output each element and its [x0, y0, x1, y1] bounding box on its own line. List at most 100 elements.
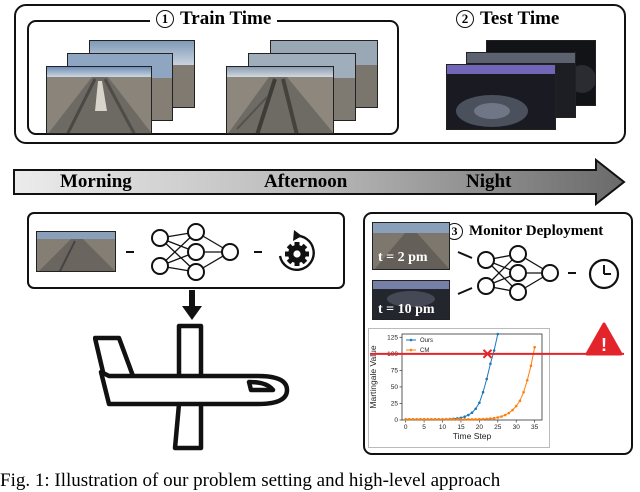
- monitor-section-title: 3 Monitor Deployment: [446, 223, 604, 240]
- series-point-cm: [408, 418, 411, 421]
- pipeline-network-diagram: [126, 223, 262, 281]
- series-point-ours: [474, 407, 477, 411]
- martingale-chart: 051015202530350255075100125Time StepMart…: [368, 332, 624, 441]
- series-point-cm: [533, 345, 536, 349]
- time-label-2pm: t = 2 pm: [378, 250, 428, 265]
- series-point-cm: [452, 418, 455, 421]
- monitor-photo-10pm: t = 10 pm: [372, 280, 450, 320]
- monitor-box: [363, 212, 633, 455]
- warning-symbol: !: [601, 335, 607, 355]
- down-arrow-icon: [182, 290, 202, 320]
- series-point-cm: [411, 418, 415, 421]
- timeline-afternoon: Afternoon: [264, 171, 348, 192]
- series-point-cm: [441, 418, 444, 421]
- series-point-ours: [496, 332, 500, 336]
- series-point-cm: [492, 416, 496, 420]
- monitor-photo-2pm: t = 2 pm: [372, 222, 450, 270]
- monitor-section-label: Monitor Deployment: [469, 223, 604, 239]
- monitor-network-diagram: [457, 245, 576, 301]
- legend-label-cm: CM: [420, 348, 429, 354]
- y-tick-label: 25: [391, 401, 399, 408]
- series-point-ours: [489, 362, 492, 366]
- series-point-cm: [437, 418, 441, 421]
- series-point-cm: [430, 418, 433, 421]
- test-section-number: 2: [456, 10, 474, 28]
- pipeline-box: [27, 212, 345, 289]
- pipeline-input-photo: [36, 231, 116, 272]
- series-point-ours: [481, 390, 485, 394]
- series-point-cm: [518, 399, 522, 403]
- series-point-ours: [492, 349, 496, 352]
- series-point-cm: [529, 364, 533, 368]
- series-point-cm: [426, 418, 430, 421]
- series-point-cm: [503, 413, 507, 417]
- series-point-ours: [485, 377, 489, 381]
- series-point-cm: [489, 417, 492, 420]
- y-tick-label: 125: [387, 335, 398, 342]
- legend-marker-ours: [409, 338, 413, 342]
- time-label-10pm: t = 10 pm: [378, 302, 435, 317]
- chart-panel: [368, 328, 550, 448]
- series-point-ours: [467, 413, 470, 417]
- series-point-cm: [500, 415, 503, 418]
- series-point-ours: [478, 401, 481, 405]
- y-axis-label: Martingale Value: [368, 345, 378, 408]
- x-tick-label: 10: [439, 424, 447, 431]
- series-point-cm: [525, 379, 529, 382]
- timeline-morning: Morning: [60, 171, 132, 192]
- series-point-cm: [481, 417, 485, 421]
- train-section-number: 1: [156, 10, 174, 28]
- x-tick-label: 20: [476, 424, 484, 431]
- series-point-cm: [474, 418, 477, 421]
- series-point-cm: [415, 418, 419, 421]
- x-axis-label: Time Step: [453, 431, 492, 441]
- series-point-cm: [433, 418, 437, 421]
- train-section-label: Train Time: [180, 8, 272, 29]
- timeline-arrow: [13, 158, 626, 206]
- series-line-ours: [405, 333, 499, 420]
- x-tick-label: 0: [404, 424, 408, 431]
- series-point-cm: [455, 418, 459, 421]
- series-point-cm: [470, 418, 474, 421]
- series-point-cm: [404, 418, 407, 421]
- morning-photo-front: [46, 66, 152, 134]
- legend-label-ours: Ours: [420, 338, 433, 344]
- legend-marker-cm: [409, 348, 413, 352]
- clock-icon: [588, 258, 620, 290]
- test-section-label: Test Time: [480, 8, 560, 29]
- gear-cycle-icon: [278, 230, 315, 271]
- series-point-cm: [511, 408, 514, 412]
- series-point-cm: [419, 418, 422, 421]
- x-tick-label: 5: [422, 424, 426, 431]
- series-point-cm: [448, 418, 452, 421]
- series-line-cm: [405, 347, 536, 420]
- afternoon-photo-front: [226, 66, 334, 134]
- chart-plot-area: [401, 333, 543, 421]
- y-tick-label: 50: [391, 384, 399, 391]
- y-tick-label: 0: [394, 417, 398, 424]
- airplane-icon: [93, 323, 290, 451]
- series-point-cm: [463, 418, 466, 421]
- series-point-cm: [514, 404, 518, 408]
- series-point-cm: [478, 417, 481, 421]
- crossing-marker: [482, 349, 493, 359]
- series-point-cm: [444, 418, 448, 421]
- series-point-cm: [485, 417, 489, 421]
- y-tick-label: 75: [391, 368, 399, 375]
- top-frame: [14, 4, 626, 144]
- series-point-cm: [459, 418, 463, 421]
- series-point-cm: [467, 418, 470, 421]
- train-section-title: 1 Train Time: [150, 8, 278, 30]
- series-point-ours: [463, 415, 466, 418]
- x-tick-label: 35: [531, 424, 539, 431]
- test-section-title: 2 Test Time: [450, 8, 566, 30]
- series-point-cm: [496, 416, 500, 419]
- series-point-cm: [522, 390, 525, 394]
- series-point-ours: [470, 411, 474, 415]
- figure-caption: Fig. 1: Illustration of our problem sett…: [0, 470, 501, 491]
- night-photo-front: [446, 64, 556, 130]
- series-point-cm: [507, 411, 511, 415]
- x-tick-label: 30: [513, 424, 521, 431]
- series-point-cm: [422, 418, 426, 421]
- timeline-night: Night: [466, 171, 512, 192]
